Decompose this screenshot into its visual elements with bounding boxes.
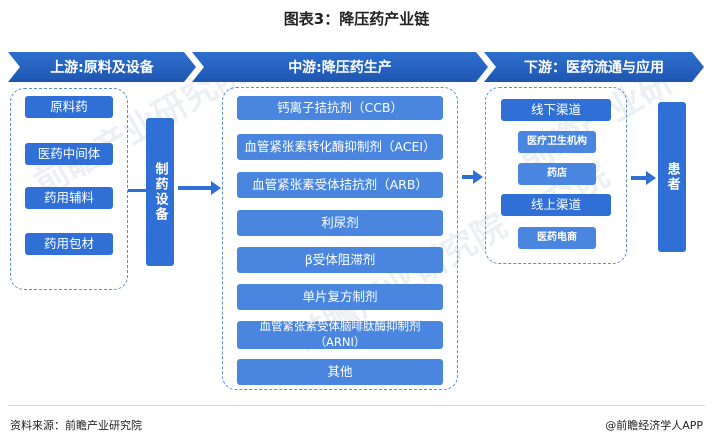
- drug-item: 其他: [237, 359, 443, 385]
- upstream-header: 上游:原料及设备: [8, 52, 196, 82]
- offline-channel-item: 医疗卫生机构: [518, 131, 596, 153]
- material-item: 医药中间体: [25, 143, 113, 165]
- online-channel-item: 医药电商: [518, 227, 596, 249]
- drug-item: 血管紧张素转化酶抑制剂（ACEI）: [237, 134, 443, 160]
- flow-arrow-shaft: [462, 175, 474, 179]
- downstream-channels-group: [485, 87, 627, 264]
- material-item: 药用包材: [25, 233, 113, 255]
- patient-box: 患者: [658, 102, 686, 252]
- online-channel: 线上渠道: [501, 194, 611, 216]
- flow-arrow-head: [211, 181, 221, 195]
- flow-arrow-head: [473, 170, 483, 184]
- drug-item: β受体阻滞剂: [237, 247, 443, 273]
- downstream-header: 下游：医药流通与应用: [484, 52, 704, 82]
- midstream-header: 中游:降压药生产: [192, 52, 488, 82]
- flow-arrow-head: [646, 171, 656, 185]
- footer-rule: [8, 405, 705, 406]
- upstream-materials-group: [10, 88, 128, 290]
- flow-arrow-shaft: [631, 176, 647, 180]
- offline-channel: 线下渠道: [501, 99, 611, 121]
- offline-channel-item: 药店: [518, 163, 596, 185]
- upstream-header-label: 上游:原料及设备: [50, 60, 154, 76]
- diagram-title: 图表3：降压药产业链: [283, 10, 430, 28]
- source-note: 资料来源：前瞻产业研究院: [10, 419, 142, 432]
- brand-credit: @前瞻经济学人APP: [605, 419, 703, 432]
- equipment-box: 制药设备: [146, 118, 174, 266]
- drug-item: 利尿剂: [237, 210, 443, 236]
- flow-arrow-shaft: [178, 186, 212, 190]
- downstream-header-label: 下游：医药流通与应用: [524, 60, 664, 76]
- drug-item: 钙离子拮抗剂（CCB）: [237, 96, 443, 120]
- midstream-header-label: 中游:降压药生产: [288, 60, 392, 76]
- drug-item: 单片复方制剂: [237, 284, 443, 310]
- connector-line: [128, 189, 146, 192]
- drug-item: 血管紧张素受体脑啡肽酶抑制剂（ARNI）: [237, 319, 443, 349]
- material-item: 原料药: [25, 96, 113, 118]
- midstream-drugs-group: [222, 87, 458, 390]
- drug-item: 血管紧张素受体拮抗剂（ARB）: [237, 172, 443, 198]
- material-item: 药用辅料: [25, 187, 113, 209]
